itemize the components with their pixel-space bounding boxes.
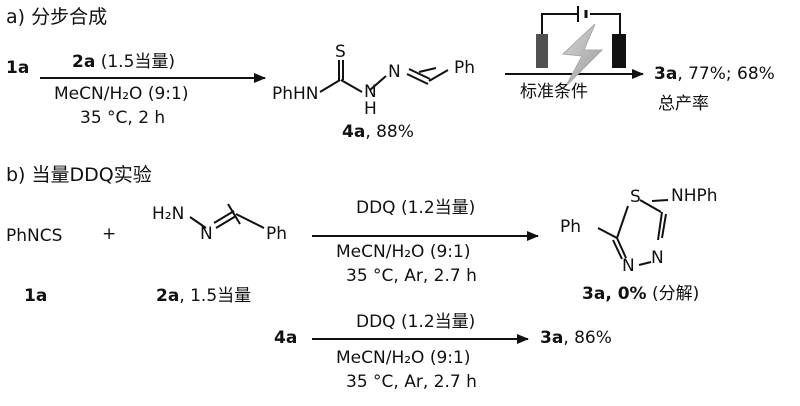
condition-temp-time: 35 °C, 2 h [80,108,166,128]
intermediate-4a-label: 4a, 88% [342,124,414,141]
product-3a-c-yield: , 86% [563,328,612,348]
product-3a-decomposition-label: 3a, 0% (分解) [582,286,699,303]
reagent-2a-label: 2a (1.5当量) [72,54,175,71]
reagent-2a-compound: 2a [72,52,96,72]
product-3a-b-compound: 3a [582,284,606,304]
plus-sign: + [102,224,117,244]
product-3a-yield: , 77%; 68% [677,64,775,84]
atom-S-ring: S [630,187,641,207]
intermediate-4a-yield: , 88% [365,122,414,142]
arrow2-reagent-DDQ: DDQ (1.2当量) [356,312,476,332]
overall-yield-label: 总产率 [658,94,709,114]
atom-S-thiocarbonyl: S [335,42,346,62]
condition-solvent: MeCN/H₂O (9:1) [54,84,189,104]
atom-N-ring-left: N [622,256,635,276]
electrolysis-cell [536,6,626,87]
atom-H: H [364,99,377,119]
section-a-label: a) 分步合成 [6,6,108,28]
reactant-4a-compound: 4a [274,328,298,348]
atom-NHPh: NHPh [671,186,718,206]
product-3a-final-label: 3a, 86% [540,330,612,347]
atom-H2N: H₂N [152,204,185,224]
product-3a-c-compound: 3a [540,328,564,348]
atom-Ph-hydrazone: Ph [266,224,288,244]
arrow1-conditions: 35 °C, Ar, 2.7 h [346,266,477,286]
intermediate-4a-compound: 4a [342,122,366,142]
reagent-2a-amount: (1.5当量) [100,52,176,72]
atom-N-hydrazone: N [200,224,213,244]
cathode-electrode [612,34,626,68]
atom-Ph-thiadiazole: Ph [560,217,582,237]
atom-N-ring-right: N [651,248,664,268]
reactant-2a-compound: 2a [156,286,180,306]
anode-electrode [536,34,548,68]
intermediate-4a-bonds [319,60,449,93]
atom-Ph-a: Ph [454,58,476,78]
arrow1-solvent: MeCN/H₂O (9:1) [336,242,471,262]
product-3a-label: 3a, 77%; 68% [654,66,775,83]
arrow1-reagent-DDQ: DDQ (1.2当量) [356,198,476,218]
reactant-1a-compound: 1a [24,286,48,306]
reactant-2a-label: 2a, 1.5当量 [156,288,251,305]
reactant-PhNCS: PhNCS [6,226,63,246]
product-3a-compound: 3a [654,64,678,84]
product-3a-b-note: (分解) [646,284,700,304]
section-b-label: b) 当量DDQ实验 [6,164,152,186]
hydrazone-2a-bonds [189,203,265,229]
start-compound-1a: 1a [6,58,30,78]
standard-conditions: 标准条件 [520,82,588,102]
arrow2-conditions: 35 °C, Ar, 2.7 h [346,372,477,392]
atom-PhHN: PhHN [272,84,319,104]
lightning-bolt-icon [561,23,604,87]
atom-N-imine: N [388,62,401,82]
thiadiazole-3a-bonds [597,199,669,266]
arrow2-solvent: MeCN/H₂O (9:1) [336,348,471,368]
atom-N-amide: N [364,82,377,102]
reactant-2a-amount: , 1.5当量 [179,286,252,306]
product-3a-b-yield: , 0% [605,284,647,304]
